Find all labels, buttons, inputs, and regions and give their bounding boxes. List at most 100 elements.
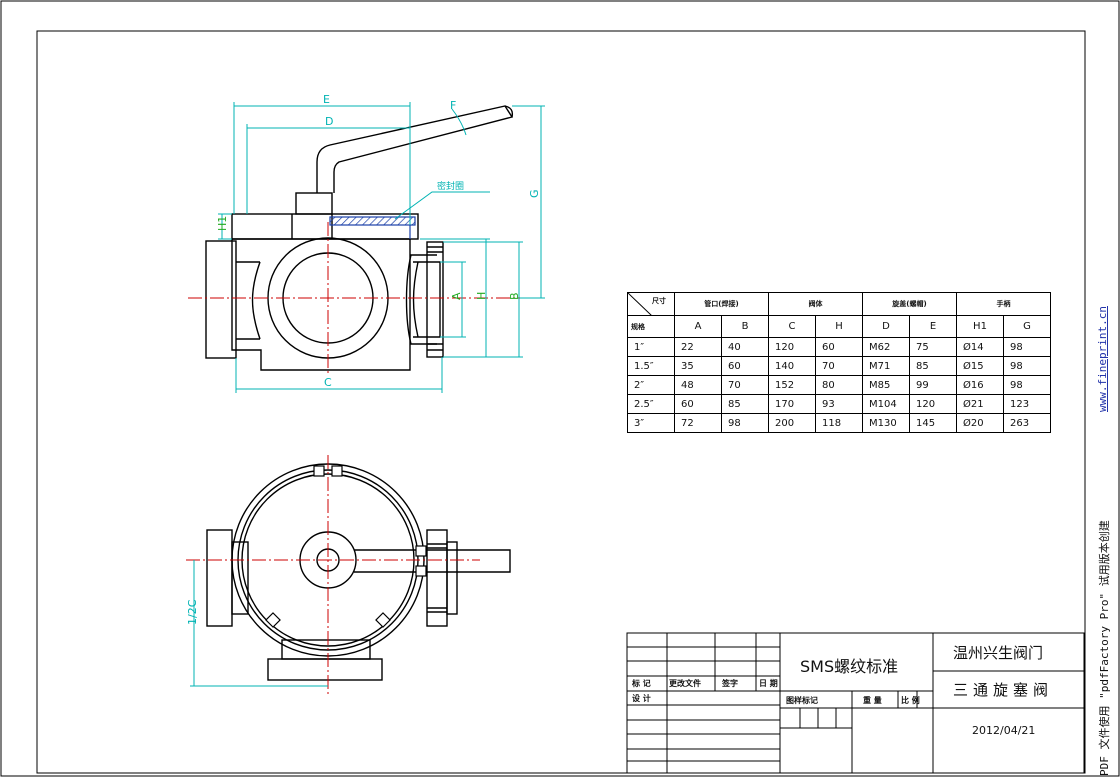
table-cell: M71 — [862, 356, 910, 376]
dimension-lines-top — [218, 102, 545, 393]
dim-label-H: H — [475, 292, 488, 300]
table-cell: Ø21 — [956, 394, 1004, 414]
table-cell: Ø15 — [956, 356, 1004, 376]
col-sign-label: 签字 — [722, 679, 738, 688]
centerlines-plan — [186, 455, 480, 694]
table-cell: 123 — [1003, 394, 1051, 414]
side-url-link[interactable]: www.fineprint.cn — [1096, 306, 1109, 412]
table-cell: 2.5″ — [627, 394, 675, 414]
col-header: E — [909, 315, 957, 338]
col-header: H1 — [956, 315, 1004, 338]
table-cell: 2″ — [627, 375, 675, 395]
dim-label-B: B — [508, 292, 521, 300]
table-row: 3″ 72 98 200 118 M130 145 Ø20 263 — [627, 413, 1051, 433]
table-cell: M62 — [862, 337, 910, 357]
drawing-date: 2012/04/21 — [972, 724, 1036, 737]
table-cell: 1″ — [627, 337, 675, 357]
seal-label: 密封圈 — [437, 180, 464, 192]
table-cell: 200 — [768, 413, 816, 433]
corner-spec-label: 规格 — [627, 315, 675, 338]
table-row: 2″ 48 70 152 80 M85 99 Ø16 98 — [627, 375, 1051, 395]
table-cell: 120 — [909, 394, 957, 414]
group-header-body: 阀体 — [768, 292, 863, 316]
table-cell: 60 — [815, 337, 863, 357]
dim-label-H1: H1 — [216, 216, 229, 231]
dimension-lines-plan — [190, 560, 328, 687]
table-cell: 22 — [674, 337, 722, 357]
dim-label-D: D — [325, 115, 333, 128]
scale-label: 比 例 — [901, 696, 920, 705]
product-name: 三通旋塞阀 — [953, 681, 1054, 699]
table-row: 1.5″ 35 60 140 70 M71 85 Ø15 98 — [627, 356, 1051, 376]
centerlines-top — [188, 222, 520, 374]
dim-label-E: E — [323, 93, 330, 106]
table-cell: 120 — [768, 337, 816, 357]
table-cell: Ø16 — [956, 375, 1004, 395]
dimension-spec-table: 尺寸 管口(焊接) 阀体 旋盖(螺帽) 手柄 规格 A B C H D E H1… — [627, 292, 1051, 433]
table-cell: 98 — [1003, 337, 1051, 357]
ring-notches — [265, 465, 427, 628]
col-change-doc-label: 更改文件 — [669, 679, 701, 688]
table-cell: M104 — [862, 394, 910, 414]
inner-border — [36, 30, 1086, 774]
col-header: H — [815, 315, 863, 338]
corner-size-label: 尺寸 — [652, 297, 666, 305]
col-header: C — [768, 315, 816, 338]
table-cell: 40 — [721, 337, 769, 357]
table-corner-cell: 尺寸 — [627, 292, 675, 316]
col-date-label: 日 期 — [759, 679, 778, 688]
table-cell: 75 — [909, 337, 957, 357]
table-cell: Ø14 — [956, 337, 1004, 357]
dimension-labels-top: E D F C H1 A H B G 密封圈 — [216, 93, 541, 389]
table-cell: 80 — [815, 375, 863, 395]
table-cell: 48 — [674, 375, 722, 395]
table-row: 1″ 22 40 120 60 M62 75 Ø14 98 — [627, 337, 1051, 357]
table-cell: 93 — [815, 394, 863, 414]
table-cell: 170 — [768, 394, 816, 414]
seal-ring — [329, 216, 416, 226]
weight-label: 重 量 — [863, 696, 882, 705]
dim-label-F: F — [450, 99, 456, 112]
table-cell: 60 — [674, 394, 722, 414]
col-header: A — [674, 315, 722, 338]
table-cell: 140 — [768, 356, 816, 376]
col-mark-label: 标 记 — [632, 679, 651, 688]
table-cell: 3″ — [627, 413, 675, 433]
dim-label-G: G — [528, 189, 541, 198]
table-cell: 98 — [721, 413, 769, 433]
table-row: 2.5″ 60 85 170 93 M104 120 Ø21 123 — [627, 394, 1051, 414]
table-cell: 35 — [674, 356, 722, 376]
table-cell: 72 — [674, 413, 722, 433]
side-note-text: PDF 文件使用 "pdfFactory Pro" 试用版本创建 — [1098, 520, 1111, 776]
col-header: G — [1003, 315, 1051, 338]
table-cell: 145 — [909, 413, 957, 433]
standard-title: SMS螺纹标准 — [800, 657, 899, 676]
col-header: B — [721, 315, 769, 338]
table-cell: 60 — [721, 356, 769, 376]
dim-label-C: C — [324, 376, 332, 389]
table-cell: 1.5″ — [627, 356, 675, 376]
table-cell: 85 — [909, 356, 957, 376]
table-cell: 118 — [815, 413, 863, 433]
valve-plan-view — [206, 463, 511, 681]
dim-label-half-C: 1/2C — [186, 599, 199, 625]
group-header-cap: 旋盖(螺帽) — [862, 292, 957, 316]
table-cell: 85 — [721, 394, 769, 414]
col-header: D — [862, 315, 910, 338]
group-header-handle: 手柄 — [956, 292, 1051, 316]
table-cell: 98 — [1003, 375, 1051, 395]
title-block-lines — [626, 632, 1085, 774]
table-cell: 98 — [1003, 356, 1051, 376]
company-name: 温州兴生阀门 — [953, 644, 1044, 662]
group-header-port: 管口(焊接) — [674, 292, 769, 316]
valve-elevation-view — [205, 105, 514, 371]
table-cell: 152 — [768, 375, 816, 395]
table-cell: 263 — [1003, 413, 1051, 433]
dim-label-A: A — [450, 292, 463, 300]
table-cell: 70 — [721, 375, 769, 395]
table-cell: M130 — [862, 413, 910, 433]
design-label: 设 计 — [632, 694, 651, 703]
table-cell: Ø20 — [956, 413, 1004, 433]
